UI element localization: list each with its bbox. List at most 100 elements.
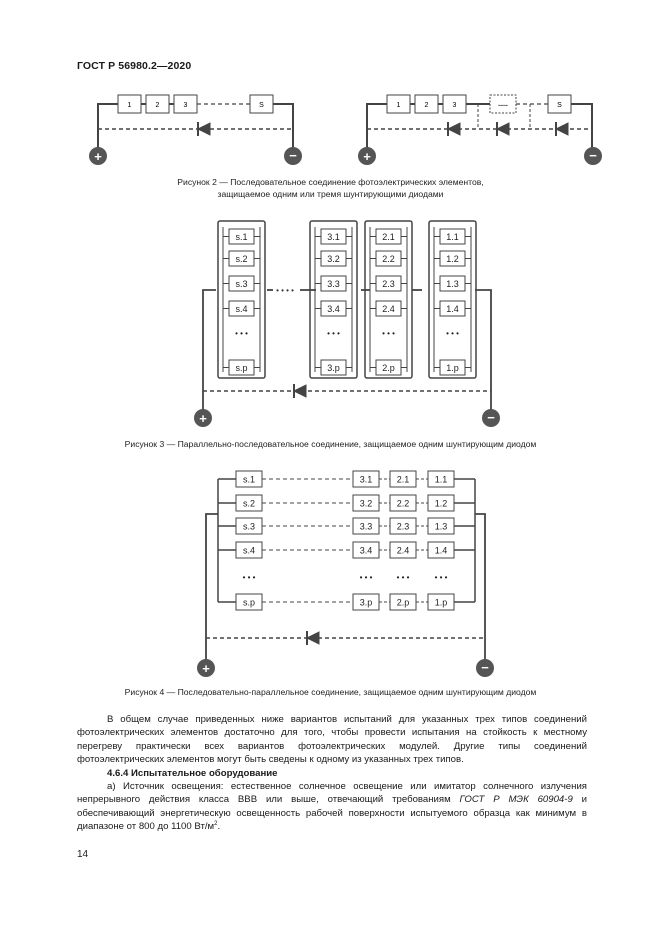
diode-icon [292,384,307,398]
ellipsis: • • • [382,329,395,338]
svg-text:1: 1 [397,102,401,109]
minus-terminal-icon: − [284,147,302,165]
svg-text:+: + [94,149,102,164]
document-header: ГОСТ Р 56980.2—2020 [77,60,192,72]
paragraph: а) Источник освещения: естественное солн… [77,780,587,834]
cell-box [235,470,263,488]
cell-box [389,494,417,512]
minus-terminal-icon: − [584,147,602,165]
cell-box: 3 [442,94,467,114]
svg-text:+: + [202,661,210,676]
cell-label: 1.3 [446,279,459,289]
svg-text:S: S [557,102,562,109]
cell-label: 3.3 [327,279,340,289]
cell-box [375,228,402,245]
cell-box: 3 [173,94,198,114]
cell-box: 1 [386,94,411,114]
cell-label: 3.2 [327,254,340,264]
figure-4-caption: Рисунок 4 — Последовательно-параллельное… [124,687,537,697]
cell-label: 1.3 [435,522,448,532]
cell-box [389,593,417,611]
svg-text:−: − [487,410,495,425]
cell-label: 1.p [446,363,459,373]
svg-text:S: S [259,102,264,109]
cell-box: 2 [414,94,439,114]
ellipsis: • • • [243,573,256,582]
parallel-group [217,220,266,379]
svg-text:+: + [363,149,371,164]
parallel-group [428,220,477,379]
cell-box [427,541,455,559]
minus-terminal-icon: − [476,659,494,677]
cell-label: 3.3 [360,522,373,532]
cell-label: 3.2 [360,499,373,509]
cell-box: S [547,94,572,114]
parallel-group [309,220,358,379]
cell-box [427,593,455,611]
cell-label: 2.1 [397,475,410,485]
cell-label: 3.1 [360,475,373,485]
cell-label: 2.4 [397,546,410,556]
cell-label: 2.3 [397,522,410,532]
cell-box [228,300,255,317]
figure-4-diagram: s.1s.2s.3s.4s.p• • •3.13.23.33.43.p• • •… [197,470,494,677]
cell-box [320,275,347,292]
figure-2-caption: Рисунок 2 — Последовательное соединение … [0,176,661,200]
cell-box [235,541,263,559]
cell-box [228,228,255,245]
cell-label: s.2 [243,499,255,509]
ellipsis: • • • [360,573,373,582]
caption-line: защищаемое одним или тремя шунтирующими … [217,189,444,199]
svg-text:+: + [199,411,207,426]
ellipsis: • • • [397,573,410,582]
cell-box [389,541,417,559]
svg-text:3: 3 [184,102,188,109]
cell-label: 3.4 [360,546,373,556]
figure-2-diagram: 1 2 3 S 1 2 3 ..... S + − + − [89,94,602,165]
plus-terminal-icon: + [358,147,376,165]
cell-box [320,228,347,245]
cell-label: s.4 [235,304,247,314]
cell-box [439,300,466,317]
cell-box: ..... [489,94,517,114]
cell-box [352,593,380,611]
cell-label: 3.p [360,598,373,608]
superscript: 2 [214,821,218,828]
plus-terminal-icon: + [197,659,215,677]
cell-label: 2.2 [397,499,410,509]
cell-box [352,541,380,559]
parallel-group [364,220,413,379]
ellipsis: • • • [327,329,340,338]
cell-label: 1.2 [435,499,448,509]
cell-label: 3.4 [327,304,340,314]
cell-box [228,275,255,292]
caption-line: Рисунок 2 — Последовательное соединение … [177,177,484,187]
svg-text:2: 2 [425,102,429,109]
cell-label: s.p [235,363,247,373]
cell-box [389,470,417,488]
ellipsis: • • • [435,573,448,582]
cell-box [235,517,263,535]
svg-text:−: − [589,148,597,163]
cell-label: 1.1 [446,232,459,242]
svg-text:2: 2 [156,102,160,109]
cell-box [228,250,255,267]
cell-label: 2.3 [382,279,395,289]
figure-3-caption: Рисунок 3 — Параллельно-последовательное… [124,439,537,449]
figure-3-diagram: s.1s.2s.3s.4s.p• • •3.13.23.33.43.p• • •… [194,220,500,427]
cell-box [320,300,347,317]
cell-box [427,494,455,512]
paragraph-text: и обеспечивающий энергетическую освещенн… [77,794,587,833]
diode-icon [196,122,211,136]
cell-box [427,517,455,535]
cell-box [375,300,402,317]
cell-box [352,470,380,488]
cell-box [320,250,347,267]
cell-box [439,359,466,376]
cell-label: s.1 [235,232,247,242]
cell-box [439,228,466,245]
ellipsis: • • • [235,329,248,338]
cell-label: 1.p [435,598,448,608]
cell-box [352,494,380,512]
body-text: В общем случае приведенных ниже варианто… [77,713,587,834]
